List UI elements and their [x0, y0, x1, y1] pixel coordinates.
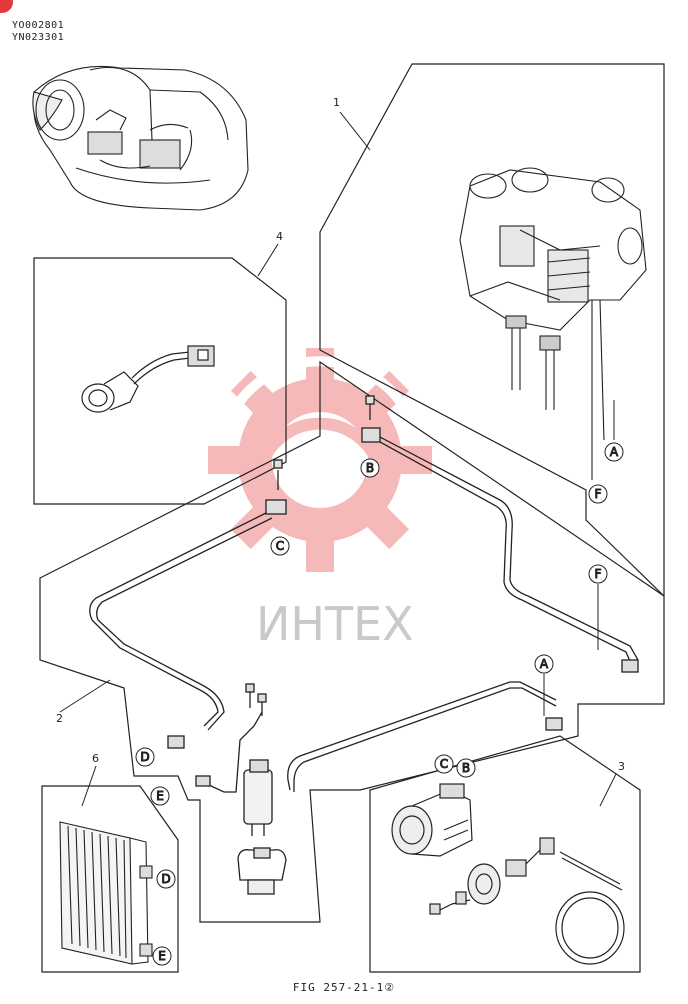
connector-f-label-lower: F — [595, 567, 602, 581]
callout-label-6: 6 — [92, 752, 99, 765]
connector-c-circle-compressor — [434, 754, 454, 774]
ac-unit-illustration — [459, 167, 647, 480]
connector-b-circle-compressor — [456, 758, 476, 778]
machine-overview-illustration — [32, 65, 249, 211]
connector-b-label: B — [366, 461, 374, 475]
callout-label-1: 1 — [333, 96, 340, 109]
callout-label-4: 4 — [276, 230, 283, 243]
panel-6-outline — [41, 785, 179, 973]
connector-a-circle-upper — [604, 442, 624, 462]
compressor-illustration — [391, 783, 625, 965]
connector-a-circle-lower — [534, 654, 554, 674]
wire-harness-illustration — [81, 345, 215, 413]
watermark-text: ИНТЕХ — [256, 597, 414, 651]
callout-leaders — [59, 111, 617, 807]
connector-a-label-upper: A — [610, 445, 619, 459]
document-code-2: YN023301 — [12, 32, 65, 43]
connector-a-label-lower: A — [540, 657, 549, 671]
connector-e-label-condenser: E — [158, 949, 166, 963]
refrigerant-piping — [89, 395, 639, 895]
connector-f-circle-lower — [588, 564, 608, 584]
figure-caption: FIG 257-21-1② — [292, 981, 396, 994]
connector-d-label-left: D — [140, 750, 149, 764]
connector-c-label: C — [276, 539, 284, 553]
connector-d-circle-left — [135, 747, 155, 767]
connector-d-label-condenser: D — [161, 872, 170, 886]
connector-b-circle — [360, 458, 380, 478]
panel-3-outline — [369, 735, 641, 973]
corner-marker-icon — [0, 0, 13, 13]
connector-c-label-compressor: C — [440, 757, 448, 771]
connector-e-circle-condenser — [152, 946, 172, 966]
callout-label-3: 3 — [618, 760, 625, 773]
connector-e-circle-left — [150, 786, 170, 806]
panel-1-outline — [319, 63, 665, 598]
callout-label-2: 2 — [56, 712, 63, 725]
connector-b-label-compressor: B — [462, 761, 470, 775]
connector-f-label-upper: F — [595, 487, 602, 501]
connector-e-label-left: E — [156, 789, 164, 803]
connector-f-circle-upper — [588, 484, 608, 504]
panel-4-outline — [33, 257, 287, 505]
panel-2-outline — [39, 360, 665, 923]
condenser-illustration — [59, 821, 153, 965]
document-code-1: YO002801 — [12, 20, 65, 31]
connector-d-circle-condenser — [156, 869, 176, 889]
connector-c-circle — [270, 536, 290, 556]
